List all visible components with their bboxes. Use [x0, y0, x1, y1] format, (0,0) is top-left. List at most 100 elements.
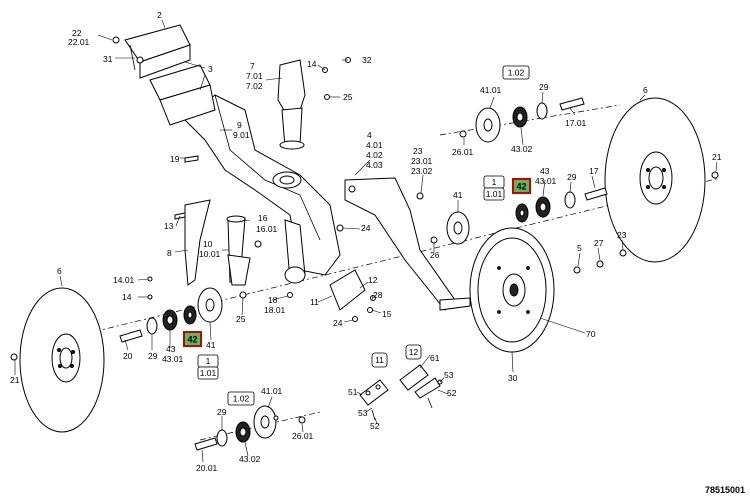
callout-10-01: 10.01	[199, 249, 221, 259]
box-label-1-left: 1	[206, 356, 211, 366]
callout-15: 15	[382, 309, 392, 319]
highlight-label-right: 42	[516, 182, 526, 192]
detail-assembly-12	[399, 364, 443, 409]
box-label-1-01-left: 1.01	[200, 368, 217, 378]
bearing-upper	[512, 106, 528, 128]
bearing-lower	[235, 421, 251, 443]
callout-43-02-upper: 43.02	[511, 144, 533, 154]
callout-17: 17	[589, 166, 599, 176]
mount-bracket	[124, 24, 216, 126]
callout-6-right: 6	[643, 85, 648, 95]
callout-3: 3	[208, 64, 213, 74]
box-label-1-02-lower: 1.02	[233, 394, 250, 404]
hub-left	[197, 287, 223, 323]
callout-6-left: 6	[57, 266, 62, 276]
callout-22: 22	[72, 28, 82, 38]
callout-22-01: 22.01	[68, 37, 90, 47]
callout-5: 5	[577, 243, 582, 253]
box-label-1-01-right: 1.01	[486, 189, 503, 199]
detail-assembly-11	[359, 379, 389, 421]
callout-26: 26	[430, 250, 440, 260]
callout-70: 70	[586, 329, 596, 339]
boxed-labels: 1.02 1 1.01 1 1.01 1.02 11 12	[197, 65, 530, 406]
gauge-wheel	[469, 227, 555, 353]
callout-numbers: 22 22.01 31 2 3 7 7.01 7.02 14 32 25 9 9…	[10, 10, 722, 473]
callout-13: 13	[164, 221, 174, 231]
axle-bolt-left	[119, 329, 143, 343]
callout-25-left: 25	[236, 314, 246, 324]
callout-7-01: 7.01	[246, 71, 263, 81]
hub-upper	[475, 107, 501, 143]
callout-52-left: 52	[370, 421, 380, 431]
callout-51: 51	[348, 387, 358, 397]
highlight-callout-right[interactable]: 42	[512, 178, 531, 194]
callout-29-right: 29	[567, 172, 577, 182]
callout-24-lower: 24	[333, 318, 343, 328]
main-frame-arm	[184, 94, 341, 284]
callout-7: 7	[250, 61, 255, 71]
box-label-1-right: 1	[492, 177, 497, 187]
callout-23-01: 23.01	[411, 156, 433, 166]
callout-4-01: 4.01	[366, 140, 383, 150]
box-label-1-02-upper: 1.02	[508, 68, 525, 78]
leader-lines	[14, 19, 718, 463]
callout-9-01: 9.01	[233, 130, 250, 140]
callout-9: 9	[237, 120, 242, 130]
callout-23-right: 23	[617, 230, 627, 240]
highlight-callout-left[interactable]: 42	[183, 331, 202, 347]
axis-line-upper	[439, 104, 621, 136]
callout-17-01: 17.01	[565, 118, 587, 128]
callout-31: 31	[103, 54, 113, 64]
callout-26-01-lower: 26.01	[292, 431, 314, 441]
callout-43-right: 43	[540, 166, 550, 176]
callout-20-01: 20.01	[196, 463, 218, 473]
callout-32: 32	[362, 55, 372, 65]
callout-29-left: 29	[148, 351, 158, 361]
disc-left	[19, 287, 105, 433]
bearing-left	[162, 305, 197, 331]
callout-61: 61	[430, 353, 440, 363]
bearing-right	[515, 196, 551, 223]
callout-14-01: 14.01	[113, 275, 135, 285]
side-plate	[329, 269, 366, 311]
axle-bolt-lower	[194, 437, 218, 451]
callout-16-01: 16.01	[256, 224, 278, 234]
axle-bolt-upper	[559, 97, 585, 111]
callout-4-02: 4.02	[366, 150, 383, 160]
callout-21-right: 21	[712, 152, 722, 162]
callout-43-left: 43	[166, 344, 176, 354]
seal-right	[564, 191, 576, 209]
box-label-12: 12	[409, 347, 419, 357]
callout-52-right: 52	[447, 388, 457, 398]
callout-18-01: 18.01	[264, 305, 286, 315]
callout-43-01-right: 43.01	[535, 176, 557, 186]
callout-23-top: 23	[413, 146, 423, 156]
callout-41-01-lower: 41.01	[261, 386, 283, 396]
callout-26-01-upper: 26.01	[452, 147, 474, 157]
callout-19: 19	[170, 154, 180, 164]
hub-right	[446, 211, 470, 245]
callout-29-upper: 29	[539, 82, 549, 92]
callout-41-01-upper: 41.01	[480, 85, 502, 95]
callout-43-02-lower: 43.02	[239, 454, 261, 464]
callout-27: 27	[594, 238, 604, 248]
box-label-11: 11	[375, 355, 384, 365]
callout-8: 8	[167, 248, 172, 258]
callout-10: 10	[203, 239, 213, 249]
callout-24-upper: 24	[361, 223, 371, 233]
callout-29-lower: 29	[217, 407, 227, 417]
callout-23-02: 23.02	[411, 166, 433, 176]
callout-16: 16	[258, 213, 268, 223]
callout-12: 12	[368, 275, 378, 285]
callout-4: 4	[367, 130, 372, 140]
disc-right	[604, 97, 706, 263]
callout-2: 2	[157, 10, 162, 20]
callout-53-right: 53	[444, 370, 454, 380]
seal-lower	[216, 429, 228, 447]
hub-lower	[253, 405, 277, 439]
callout-18: 18	[268, 295, 278, 305]
axle-bolt-right	[584, 187, 608, 201]
highlight-label-left: 42	[187, 335, 197, 345]
